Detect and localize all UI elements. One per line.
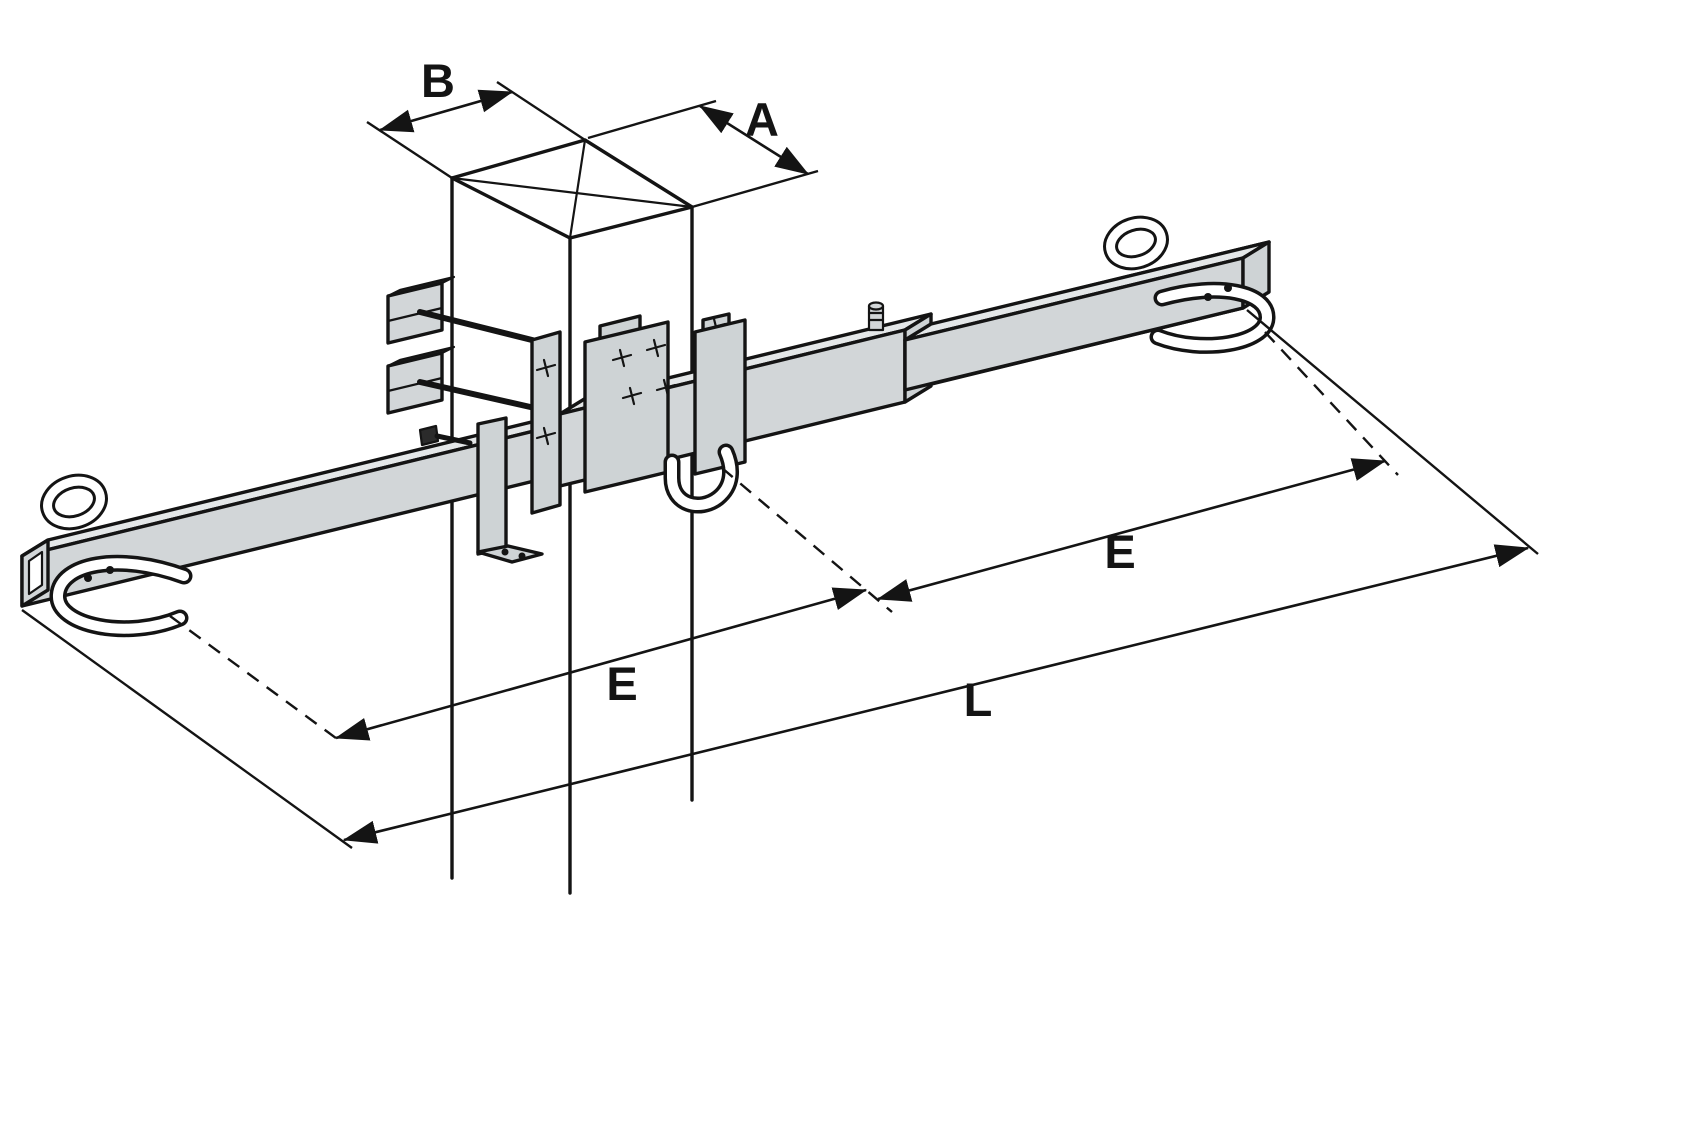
beam-right-section: [903, 240, 1271, 392]
clamp-block-notch: [386, 376, 444, 393]
dimension-label-b: B: [421, 54, 455, 107]
dimension-arrow-line: [698, 104, 810, 176]
set-bolt: [867, 301, 885, 332]
clamp-block-notch: [386, 306, 444, 323]
dimension-arrow-line: [378, 89, 514, 133]
l-bracket-hole: [518, 552, 526, 560]
dimension-b: B: [366, 54, 586, 180]
screw-cross-icon: [655, 378, 677, 398]
beam-left-end-hollow: [27, 550, 44, 596]
clamp-block-front: [386, 351, 444, 415]
screw-cross-icon: [611, 348, 633, 368]
clamp-bolt-rod: [417, 379, 551, 414]
dimension-l: L: [21, 309, 1539, 849]
l-bracket-hole: [501, 548, 509, 556]
dimension-label-e-right: E: [1104, 525, 1135, 578]
post-cap-diagonal: [568, 138, 587, 240]
extension-line: [366, 120, 453, 180]
extension-line: [496, 80, 586, 142]
dimension-label-l: L: [964, 673, 993, 726]
post-cap-diagonal: [450, 176, 694, 209]
extension-line: [587, 99, 717, 140]
clamp-plate-narrow: [530, 330, 562, 515]
clamp-plate-right: [693, 318, 747, 476]
clamp-plates: [530, 312, 747, 515]
hex-bolt-head: [418, 424, 440, 447]
dimension-label-e-left: E: [606, 657, 637, 710]
dimension-arrow-line: [342, 544, 1530, 844]
dimension-label-a: A: [745, 93, 779, 146]
clamp-blocks: [386, 275, 456, 415]
screw-cross-icon: [621, 386, 643, 406]
left-eye-hook: [40, 473, 193, 638]
extension-line: [691, 169, 819, 209]
dimension-a: A: [587, 93, 819, 209]
u-hook-icon: [667, 447, 736, 511]
post-left-face: [452, 178, 570, 893]
extension-line-dashed: [1264, 331, 1399, 476]
extension-line: [21, 609, 353, 849]
screw-cross-icon: [645, 338, 667, 358]
screw-cross-icon: [535, 358, 557, 378]
set-bolt-head: [867, 301, 885, 311]
extension-line-dashed: [721, 467, 893, 613]
l-bracket-strip: [476, 416, 508, 556]
rivet-dot: [84, 574, 92, 582]
hex-bolt-shaft: [434, 433, 473, 446]
clamp-bolt-rod: [417, 309, 551, 347]
screw-cross-icon: [535, 426, 557, 446]
rivet-dot: [106, 566, 114, 574]
eye-loop-icon: [1106, 218, 1166, 268]
u-hook-icon: [1153, 285, 1272, 351]
center-u-hook: [663, 443, 739, 514]
clamp-bolts: [417, 309, 551, 447]
clamp-block-front: [386, 281, 444, 345]
rivet-dot: [1204, 293, 1212, 301]
right-eye-hook: [1103, 215, 1276, 354]
extension-line-dashed: [169, 615, 345, 745]
rivet-dot: [1224, 284, 1232, 292]
u-hook-icon: [53, 558, 189, 634]
post-right-face: [570, 207, 692, 893]
eye-loop-icon: [43, 476, 105, 528]
extension-line: [1246, 309, 1539, 555]
